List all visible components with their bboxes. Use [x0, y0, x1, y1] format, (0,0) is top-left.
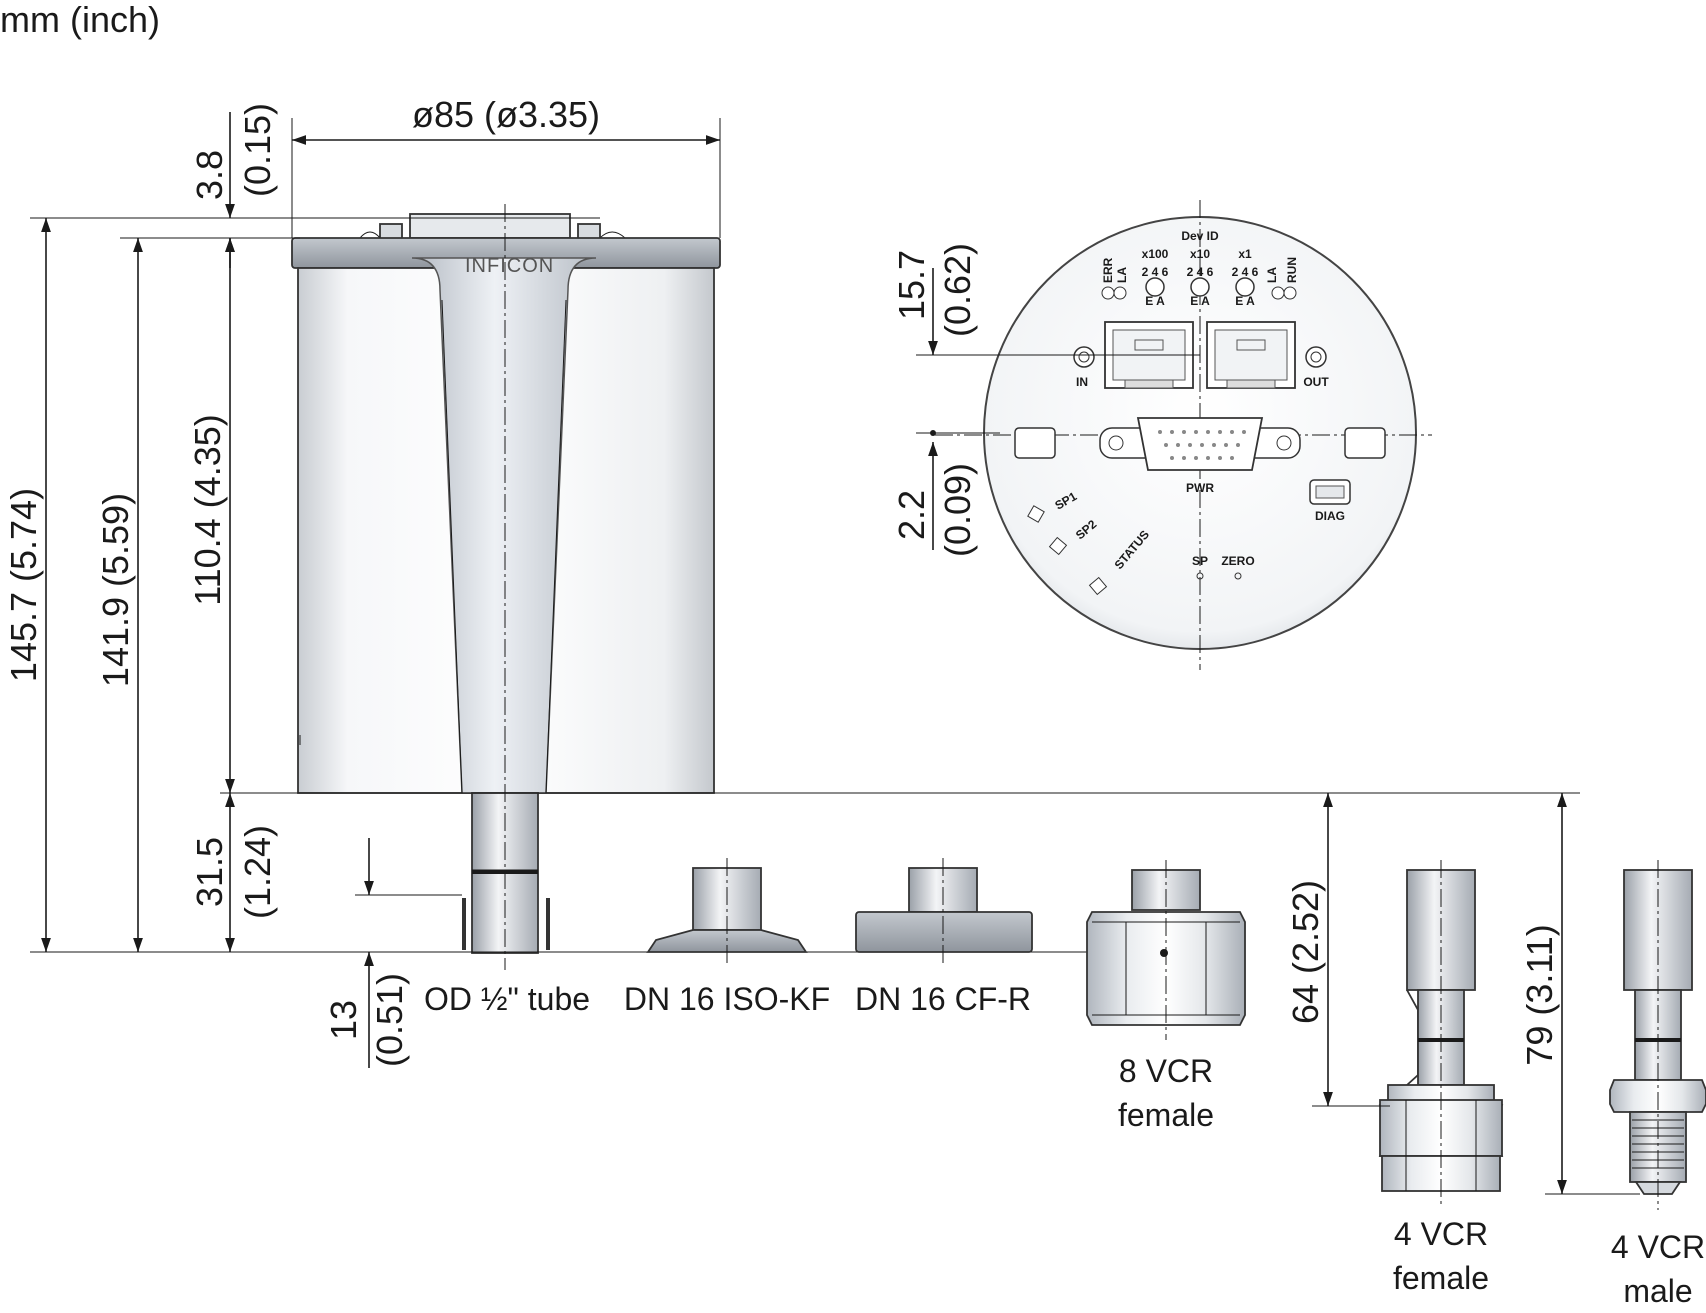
front-panel: Dev ID x100 x10 x1 2 4 6 2 4 6 2 4 6 E A… — [935, 200, 1432, 670]
tab-right — [1344, 427, 1386, 459]
button-sp — [1196, 572, 1204, 580]
label-zero: ZERO — [1221, 554, 1254, 568]
led-err — [1101, 286, 1115, 300]
dim-0-51: (0.51) — [369, 973, 410, 1067]
label-tube: OD ½" tube — [424, 981, 590, 1017]
label-4vcr-m-b: male — [1623, 1273, 1692, 1309]
led-la2 — [1271, 286, 1285, 300]
diag-usb-port — [1309, 479, 1351, 505]
screw-in — [1073, 346, 1095, 368]
label-sp: SP — [1192, 554, 1208, 568]
rj45-out-port — [1206, 321, 1296, 389]
top-lip — [359, 231, 626, 239]
label-la1: LA — [1115, 267, 1129, 283]
dim-110-4: 110.4 (4.35) — [187, 414, 228, 605]
led-status — [1088, 576, 1108, 596]
units-label: mm (inch) — [0, 0, 160, 40]
fitting-4vcr-female — [1378, 860, 1504, 1205]
dim-79: 79 (3.11) — [1519, 924, 1560, 1065]
label-in: IN — [1076, 375, 1088, 389]
dim-141-9: 141.9 (5.59) — [95, 493, 136, 687]
label-4vcr-m-a: 4 VCR — [1611, 1229, 1705, 1265]
label-diag: DIAG — [1315, 509, 1345, 523]
svg-text:E A: E A — [1190, 294, 1210, 308]
svg-text:E A: E A — [1235, 294, 1255, 308]
led-run — [1283, 286, 1297, 300]
svg-text:E A: E A — [1145, 294, 1165, 308]
label-8vcr-a: 8 VCR — [1119, 1053, 1213, 1089]
label-4vcr-f-a: 4 VCR — [1394, 1216, 1488, 1252]
fitting-8vcr-female — [1086, 860, 1246, 1040]
dim-13: 13 — [323, 1000, 364, 1040]
dim-0-09: (0.09) — [937, 463, 978, 557]
label-x100: x100 — [1142, 247, 1169, 261]
label-err: ERR — [1101, 257, 1115, 283]
gauge-side-view: INFICON — [291, 204, 721, 970]
svg-text:2 4 6: 2 4 6 — [1232, 265, 1259, 279]
screw-out — [1305, 346, 1327, 368]
dim-31-5: 31.5 — [189, 837, 230, 907]
svg-text:2 4 6: 2 4 6 — [1142, 265, 1169, 279]
led-sp2 — [1048, 536, 1068, 556]
label-4vcr-f-b: female — [1393, 1260, 1489, 1296]
label-cf-r: DN 16 CF-R — [855, 981, 1031, 1017]
label-iso-kf: DN 16 ISO-KF — [624, 981, 830, 1017]
fitting-iso-kf — [646, 858, 808, 965]
dim-2-2: 2.2 — [891, 490, 932, 540]
dim-145-7: 145.7 (5.74) — [3, 488, 44, 682]
dim-1-24: (1.24) — [237, 825, 278, 919]
label-pwr: PWR — [1186, 481, 1214, 495]
label-la2: LA — [1265, 267, 1279, 283]
label-x1: x1 — [1238, 247, 1252, 261]
led-la1 — [1113, 286, 1127, 300]
label-8vcr-b: female — [1118, 1097, 1214, 1133]
dim-0-62: (0.62) — [937, 243, 978, 337]
dim-diameter: ø85 (ø3.35) — [412, 94, 600, 135]
fitting-cf-r — [855, 858, 1033, 965]
button-zero — [1234, 572, 1242, 580]
fitting-4vcr-male — [1609, 860, 1706, 1210]
label-out: OUT — [1303, 375, 1329, 389]
dim-64: 64 (2.52) — [1285, 880, 1326, 1024]
led-sp1 — [1027, 505, 1045, 523]
dim-3-8: 3.8 — [189, 150, 230, 200]
tab-left — [1014, 427, 1056, 459]
brand-logo: INFICON — [465, 255, 554, 277]
svg-text:2 4 6: 2 4 6 — [1187, 265, 1214, 279]
label-run: RUN — [1285, 257, 1299, 283]
rotary-switches: 2 4 6 2 4 6 2 4 6 E A E A E A — [1142, 265, 1259, 308]
label-x10: x10 — [1190, 247, 1210, 261]
dim-15-7: 15.7 — [891, 250, 932, 320]
dsub-pwr-connector — [1099, 417, 1301, 471]
dim-0-15: (0.15) — [237, 103, 278, 197]
label-dev-id: Dev ID — [1181, 229, 1219, 243]
